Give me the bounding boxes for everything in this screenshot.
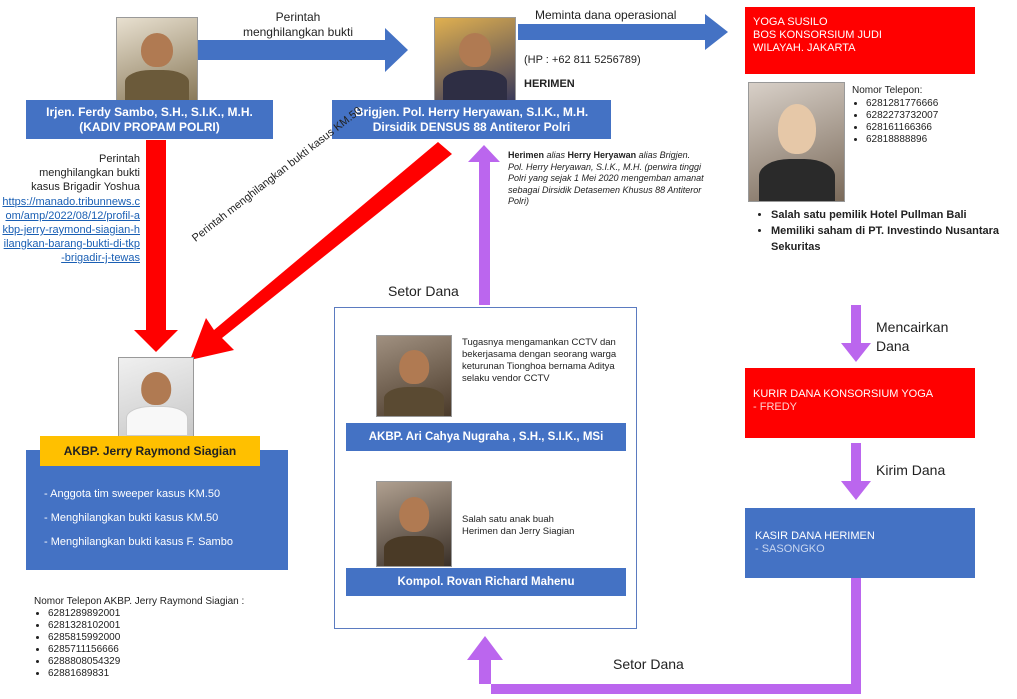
rovan-box: Kompol. Rovan Richard Mahenu (346, 568, 626, 596)
label-perintah-left: Perintah menghilangkan bukti kasus Briga… (31, 153, 140, 193)
label-kirim: Kirim Dana (876, 462, 946, 478)
herry-note-t1: alias (544, 150, 568, 160)
herry-note-bold1: Herimen (508, 150, 545, 160)
arrow-kurir-to-kasir (841, 443, 871, 500)
kasir-line1: KASIR DANA HERIMEN (755, 530, 875, 542)
herry-box: Brigjen. Pol. Herry Heryawan, S.I.K., M.… (332, 100, 611, 139)
kurir-box: KURIR DANA KONSORSIUM YOGA - FREDY (745, 368, 975, 438)
kasir-line2: - SASONGKO (755, 543, 825, 555)
yoga-facts: Salah satu pemilik Hotel Pullman Bali Me… (755, 207, 1015, 255)
ari-box: AKBP. Ari Cahya Nugraha , S.H., S.I.K., … (346, 423, 626, 451)
yoga-phone-label: Nomor Telepon: (852, 85, 923, 96)
label-perintah-top: Perintah menghilangkan bukti (242, 10, 354, 39)
jerry-phone-item: 6281328102001 (48, 620, 314, 632)
jerry-item: - Menghilangkan bukti kasus KM.50 (44, 512, 219, 524)
herry-hp: (HP : +62 811 5256789) (524, 54, 641, 66)
herry-name: Brigjen. Pol. Herry Heryawan, S.I.K., M.… (354, 104, 589, 119)
herry-note-bold2: Herry Heryawan (567, 150, 637, 160)
yoga-phone-item: 6282273732007 (866, 110, 1002, 122)
label-setor-top: Setor Dana (388, 283, 459, 299)
herry-photo (434, 17, 516, 101)
kurir-line2: - FREDY (753, 401, 797, 413)
tribun-link[interactable]: https://manado.tribunnews.com/amp/2022/0… (2, 196, 140, 264)
jerry-phone-item: 6281289892001 (48, 608, 314, 620)
kasir-box: KASIR DANA HERIMEN - SASONGKO (745, 508, 975, 578)
arrow-herry-to-jerry (190, 142, 452, 360)
arrow-setor-up (468, 145, 500, 305)
cctv-group-box (334, 307, 637, 629)
yoga-phones: Nomor Telepon: 6281281776666 62822737320… (852, 85, 1002, 146)
ari-note: Tugasnya mengamankan CCTV dan bekerjasam… (462, 337, 617, 384)
jerry-phone-item: 6288808054329 (48, 656, 314, 668)
jerry-photo (118, 357, 194, 437)
herry-note-rest: alias Brigjen. Pol. Herry Heryawan, S.I.… (508, 150, 704, 206)
yoga-line3: WILAYAH. JAKARTA (753, 42, 856, 54)
yoga-phone-item: 62818888896 (866, 134, 1002, 146)
jerry-box (26, 450, 288, 570)
label-meminta: Meminta dana operasional (535, 8, 677, 22)
jerry-phone-label: Nomor Telepon AKBP. Jerry Raymond Siagia… (34, 596, 245, 607)
yoga-phone-item: 628161166366 (866, 122, 1002, 134)
yoga-fact-item: Salah satu pemilik Hotel Pullman Bali (771, 207, 1015, 223)
arrow-ferdy-to-jerry (134, 140, 178, 352)
yoga-line1: YOGA SUSILO (753, 16, 828, 28)
jerry-name: AKBP. Jerry Raymond Siagian (40, 436, 260, 466)
jerry-phone-item: 62881689831 (48, 668, 314, 680)
herry-note: Herimen alias Herry Heryawan alias Brigj… (508, 150, 708, 208)
herry-title: Dirsidik DENSUS 88 Antiteror Polri (372, 119, 571, 134)
rovan-note: Salah satu anak buah Herimen dan Jerry S… (462, 514, 575, 537)
label-mencairkan: Mencairkan Dana (876, 319, 949, 354)
yoga-photo (748, 82, 845, 202)
arrow-yoga-to-kurir (841, 305, 871, 362)
label-setor-bottom: Setor Dana (613, 656, 684, 672)
ari-photo (376, 335, 452, 417)
jerry-phone-item: 6285711156666 (48, 644, 314, 656)
rovan-photo (376, 481, 452, 567)
kurir-line1: KURIR DANA KONSORSIUM YOGA (753, 388, 934, 400)
yoga-box: YOGA SUSILO BOS KONSORSIUM JUDI WILAYAH.… (745, 7, 975, 74)
herry-alias: HERIMEN (524, 78, 575, 90)
ferdy-photo (116, 17, 198, 101)
jerry-item: - Menghilangkan bukti kasus F. Sambo (44, 536, 233, 548)
ferdy-box: Irjen. Ferdy Sambo, S.H., S.I.K., M.H. (… (26, 100, 273, 139)
ferdy-title: (KADIV PROPAM POLRI) (79, 119, 220, 134)
jerry-items: - Anggota tim sweeper kasus KM.50 - Meng… (44, 482, 233, 554)
jerry-phones: Nomor Telepon AKBP. Jerry Raymond Siagia… (34, 596, 314, 680)
arrow-ferdy-to-herry (198, 28, 408, 72)
yoga-phone-item: 6281281776666 (866, 98, 1002, 110)
yoga-fact-item: Memiliki saham di PT. Investindo Nusanta… (771, 223, 1015, 255)
yoga-line2: BOS KONSORSIUM JUDI (753, 29, 882, 41)
arrow-herry-to-yoga (518, 14, 728, 50)
jerry-item: - Anggota tim sweeper kasus KM.50 (44, 488, 221, 500)
jerry-phone-item: 6285815992000 (48, 632, 314, 644)
ferdy-name: Irjen. Ferdy Sambo, S.H., S.I.K., M.H. (46, 104, 253, 119)
